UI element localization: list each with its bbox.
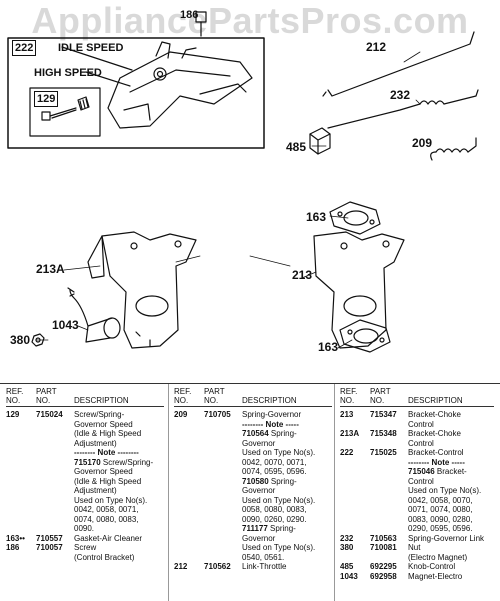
part-no: 710557 [36, 533, 63, 543]
part-description: Nut(Electro Magnet) [408, 543, 468, 562]
part-description: Screw/Spring-Governor Speed(Idle & High … [74, 410, 142, 448]
part-no: 710563 [370, 533, 397, 543]
header-rule [174, 406, 332, 407]
part-no: 715347 [370, 410, 397, 419]
governor-link-spring-232-icon [327, 89, 479, 129]
part-description: Spring-Governor [242, 410, 302, 419]
ref-no: 1043 [340, 571, 358, 581]
part-no: 715025 [370, 448, 397, 457]
part-no: 715024 [36, 410, 63, 419]
inset-129-frame [29, 87, 101, 137]
ref-no: 212 [174, 562, 188, 571]
idle-speed-label: IDLE SPEED [58, 42, 124, 54]
header-description: DESCRIPTION [74, 396, 129, 405]
header-ref-no: REF. NO. [174, 387, 192, 405]
header-part-no: PART NO. [204, 387, 225, 405]
part-description: -------- Note -------- [74, 448, 139, 457]
callout-213: 213 [292, 268, 313, 282]
governor-spring-209-icon [430, 137, 477, 161]
header-rule [340, 406, 494, 407]
callout-186: 186 [180, 9, 199, 21]
part-no: 710562 [204, 562, 231, 571]
callout-222: 222 [12, 40, 37, 56]
ref-no: 163•• [6, 533, 25, 543]
part-description: Bracket-Control [408, 448, 464, 457]
header-description: DESCRIPTION [408, 396, 463, 405]
callout-1043: 1043 [52, 318, 79, 332]
electro-magnet-1043-icon [67, 287, 121, 343]
air-cleaner-gasket-163-lower-icon [339, 319, 391, 353]
column-divider [334, 384, 335, 601]
part-description: -------- Note ----- [408, 457, 465, 467]
ref-no: 485 [340, 562, 354, 571]
part-no: 692295 [370, 562, 397, 571]
header-rule [6, 406, 164, 407]
callout-129: 129 [34, 91, 59, 107]
header-ref-no: REF. NO. [6, 387, 24, 405]
part-no: 715348 [370, 429, 397, 438]
watermark-text: AppliancePartsPros.com [31, 0, 469, 41]
part-no: 710081 [370, 543, 397, 552]
ref-no: 213A [340, 429, 360, 438]
callout-380: 380 [10, 333, 31, 347]
part-no: 692958 [370, 571, 397, 581]
choke-bracket-213a-icon [87, 231, 197, 349]
callout-485: 485 [286, 140, 307, 154]
header-description: DESCRIPTION [242, 396, 297, 405]
choke-bracket-213-icon [313, 231, 405, 349]
control-knob-485-icon [309, 127, 331, 155]
callout-232: 232 [390, 88, 411, 102]
high-speed-label: HIGH SPEED [34, 67, 102, 79]
part-no: 710057 [36, 543, 63, 552]
callout-209: 209 [412, 136, 433, 150]
callout-213a: 213A [36, 262, 65, 276]
screw-186-icon [195, 11, 207, 37]
air-cleaner-gasket-163-icon [329, 201, 381, 235]
control-bracket-222-icon [61, 41, 253, 129]
ref-no: 213 [340, 410, 354, 419]
part-description: -------- Note ----- [242, 419, 299, 429]
inset-frame [7, 37, 265, 149]
column-divider [168, 384, 169, 601]
ref-no: 209 [174, 410, 188, 419]
ref-no: 380 [340, 543, 354, 552]
throttle-link-212-icon [322, 31, 475, 97]
part-description: Gasket-Air Cleaner [74, 533, 143, 543]
ref-no: 129 [6, 410, 20, 419]
part-description: Knob-Control [408, 562, 456, 571]
part-description: Spring-Governor Link [408, 533, 485, 543]
callout-163-upper: 163 [306, 210, 327, 224]
parts-diagram [7, 11, 479, 353]
ref-no: 186 [6, 543, 20, 552]
ref-no: 232 [340, 533, 354, 543]
part-description: 715170 Screw/Spring-Governor Speed(Idle … [74, 457, 154, 534]
ref-no: 222 [340, 448, 354, 457]
header-ref-no: REF. NO. [340, 387, 358, 405]
callout-212: 212 [366, 40, 387, 54]
header-part-no: PART NO. [36, 387, 57, 405]
part-description: Magnet-Electro [408, 571, 463, 581]
part-description: Screw(Control Bracket) [74, 543, 135, 562]
part-no: 710705 [204, 410, 231, 419]
header-part-no: PART NO. [370, 387, 391, 405]
screw-129-icon [41, 96, 90, 121]
part-description: Link-Throttle [242, 562, 287, 571]
callout-163-lower: 163 [318, 340, 339, 354]
